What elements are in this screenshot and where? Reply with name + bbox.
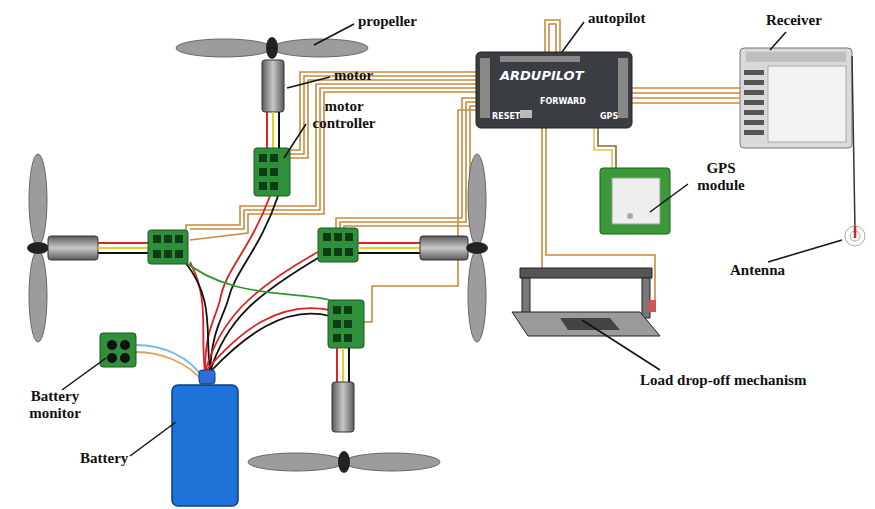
part-label: motor — [334, 67, 373, 84]
part-label: motor controller — [302, 98, 386, 133]
bottom-rotor — [248, 300, 440, 473]
left-rotor — [27, 154, 188, 342]
board-text: FORWARD — [540, 97, 586, 106]
leader-lines — [62, 22, 842, 456]
signal-wires — [186, 20, 740, 322]
battery-connector — [199, 370, 215, 384]
part-label: propeller — [358, 13, 417, 30]
board-text: ARDUPILOT — [500, 69, 584, 84]
part-label: GPS module — [688, 160, 754, 195]
power-wires — [136, 196, 330, 382]
part-label: Load drop-off mechanism — [640, 372, 806, 389]
load-mechanism — [512, 268, 660, 336]
autopilot-board — [476, 52, 632, 128]
part-label: autopilot — [588, 10, 646, 27]
part-label: Battery monitor — [14, 388, 96, 423]
battery-monitor-board — [100, 333, 136, 367]
part-label: Battery — [80, 450, 128, 467]
board-text: GPS — [600, 112, 618, 121]
receiver-unit — [740, 48, 865, 246]
gps-board — [600, 168, 670, 234]
board-text: RESET — [492, 112, 520, 121]
part-label: Antenna — [730, 262, 785, 279]
battery-pack — [172, 385, 238, 506]
part-label: Receiver — [766, 12, 822, 29]
